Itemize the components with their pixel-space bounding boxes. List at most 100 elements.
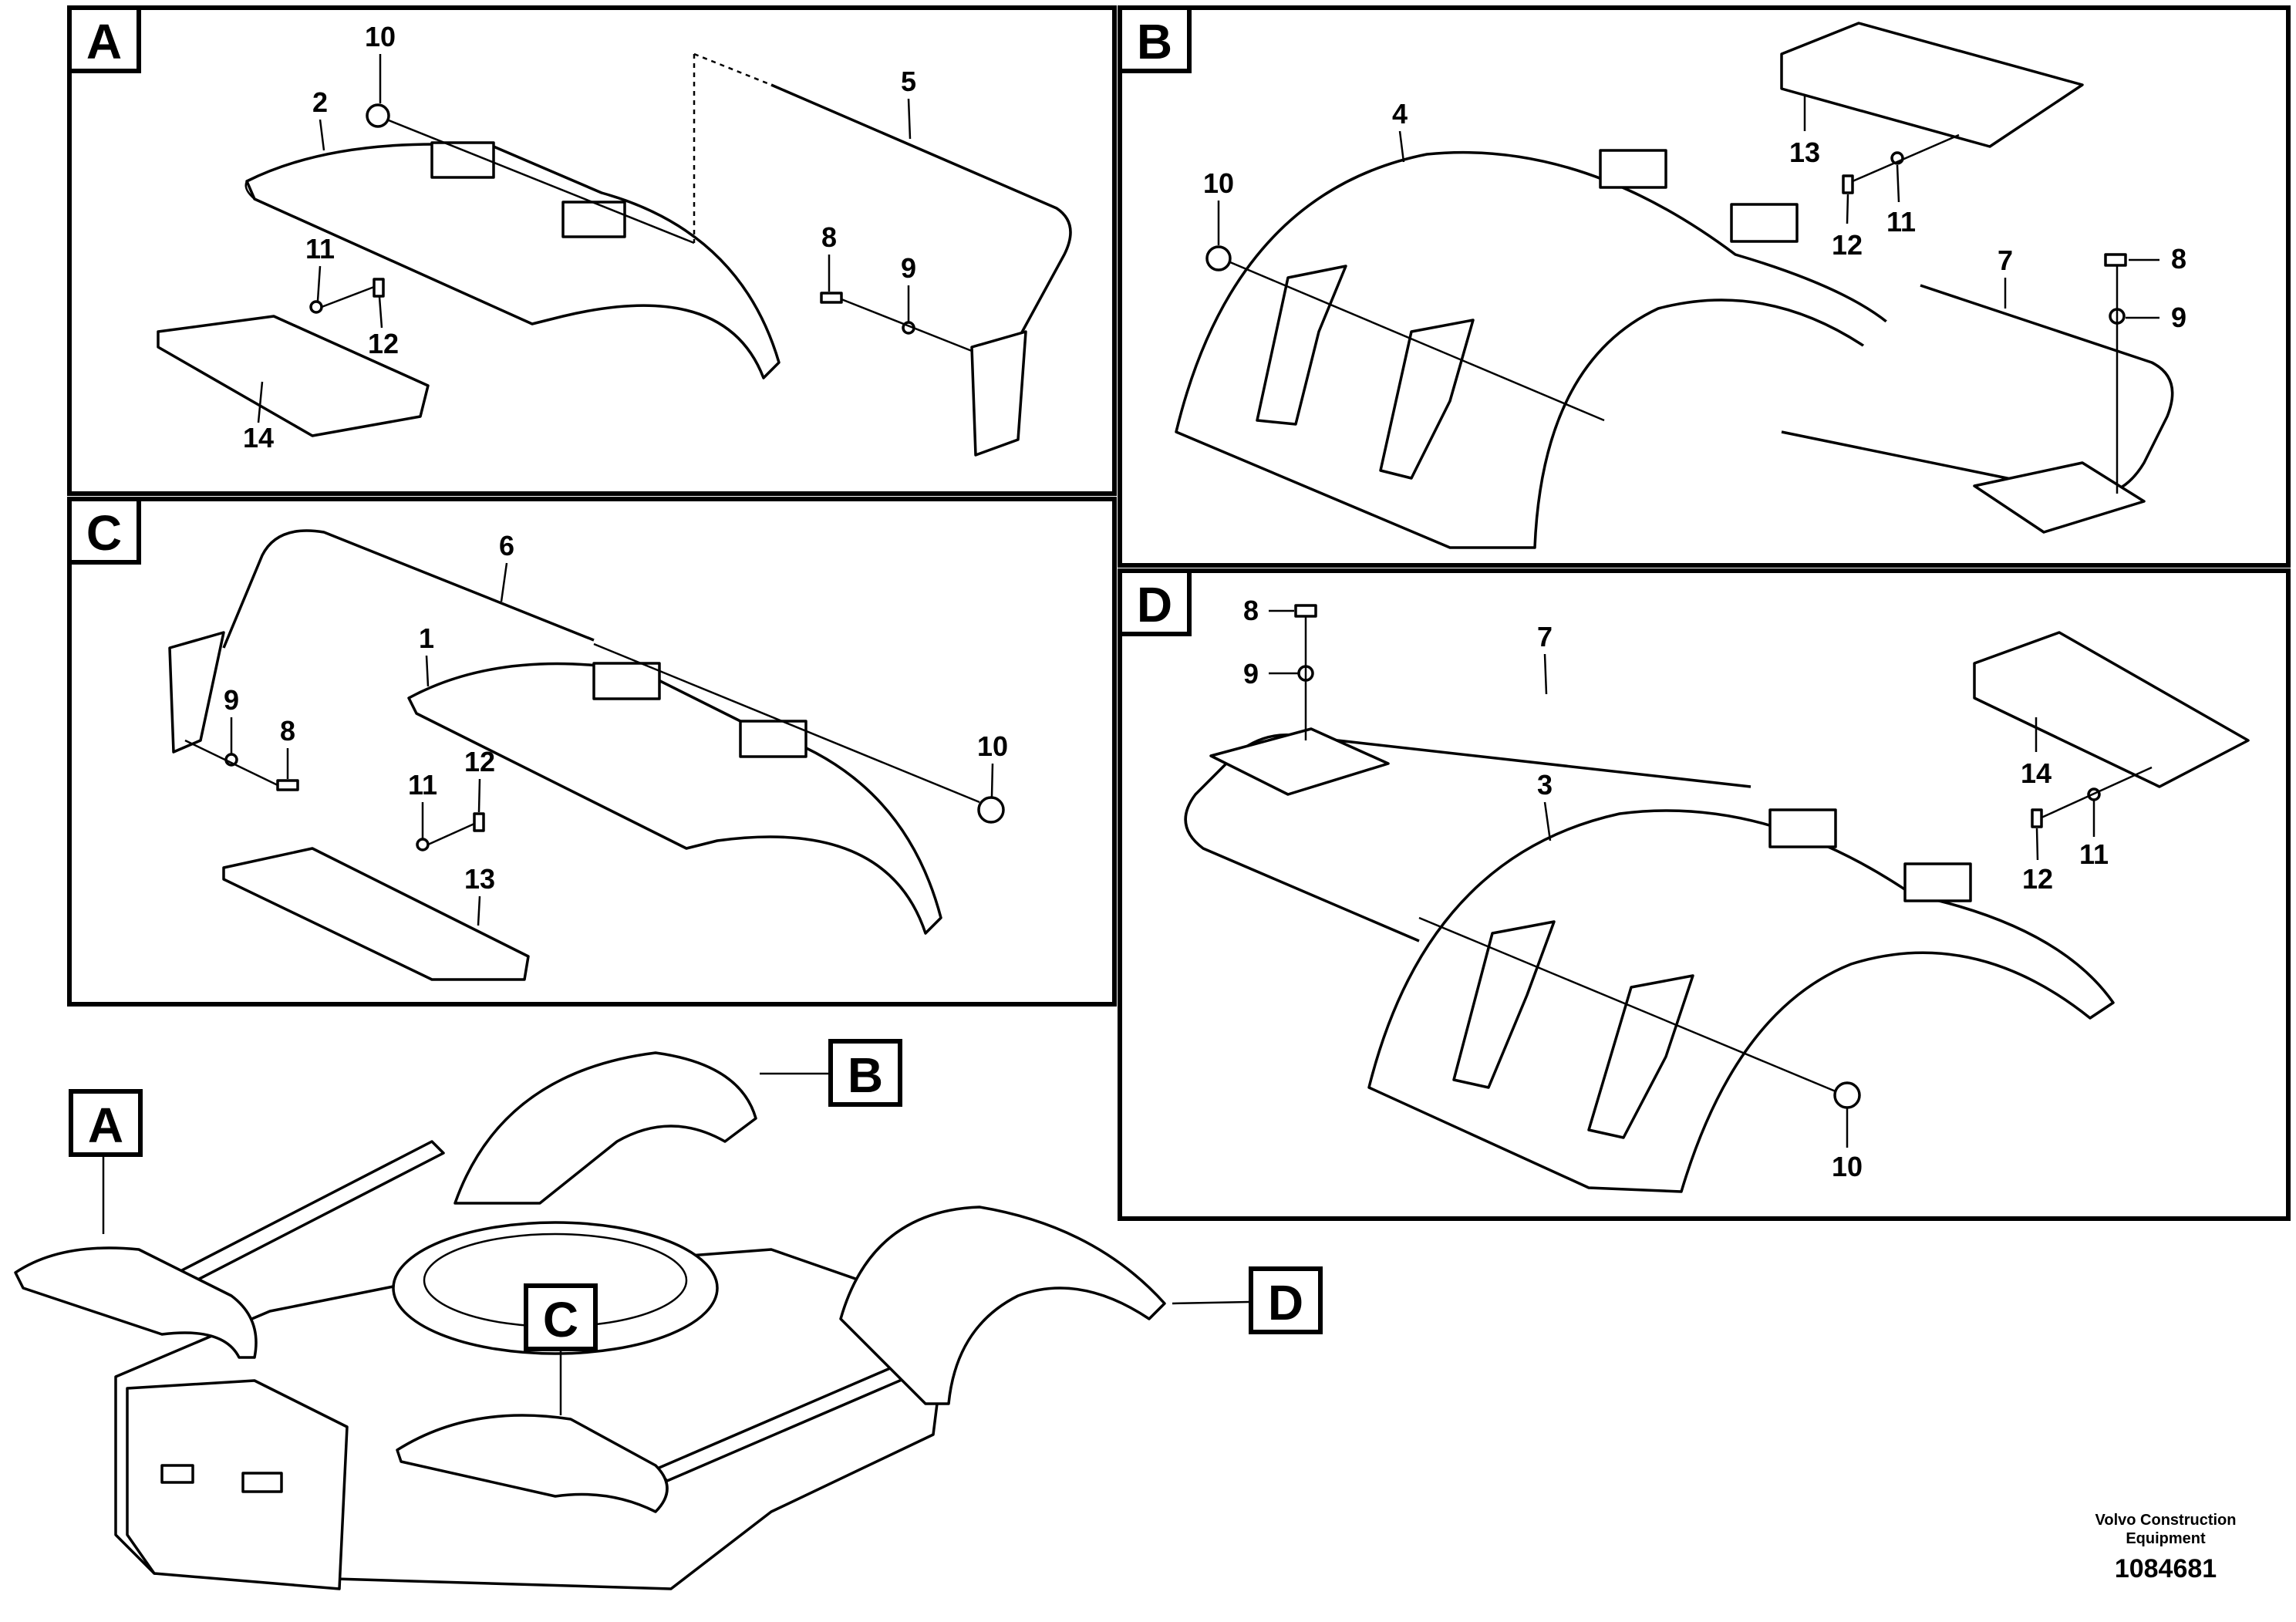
fender-part-2 (245, 143, 781, 379)
overview-tag-b: B (848, 1047, 883, 1103)
step-strip (176, 1140, 445, 1286)
bolt-part-12 (2031, 808, 2043, 828)
frame-slot (160, 1464, 194, 1484)
axis-line (1229, 261, 1605, 422)
overview-fender-b (453, 1051, 757, 1205)
bolt-part-12 (473, 812, 485, 832)
callout-leader (319, 119, 325, 151)
cap-part-10 (1833, 1081, 1861, 1109)
panel-c: C 6 1 9 8 11 12 10 13 (67, 497, 1117, 1007)
fender-clamp (1599, 149, 1667, 189)
callout-label: 7 (1537, 621, 1553, 653)
panel-c-tag-box (67, 497, 141, 565)
handrail-bracket (168, 631, 225, 754)
callout-label: 12 (464, 746, 495, 777)
callout-leader (1543, 801, 1552, 841)
callout-label: 8 (280, 715, 295, 747)
callout-label: 14 (243, 422, 274, 454)
panel-b-tag-box (1118, 5, 1192, 73)
overview-tag-a-box (69, 1089, 143, 1157)
fender-part-2-lip (244, 180, 255, 200)
callout-leader (2035, 828, 2039, 861)
callout-label: 4 (1392, 98, 1408, 130)
fender-clamp (1730, 203, 1799, 243)
axis-line (321, 285, 375, 309)
mount-bracket (1379, 319, 1475, 480)
callout-label: 3 (1537, 769, 1553, 801)
panel-a-tag-box (67, 5, 141, 73)
callout-label: 5 (901, 66, 916, 97)
callout-leader (477, 895, 481, 926)
callout-label: 8 (2171, 243, 2186, 275)
axis-line (841, 298, 973, 352)
panel-c-tag: C (86, 505, 122, 561)
panel-b: B 4 10 13 12 11 7 8 9 (1118, 5, 2291, 568)
bolt-part-8 (820, 292, 843, 304)
overview-tag-d-box (1249, 1266, 1323, 1334)
step-plate-part-13 (1780, 22, 2084, 148)
callout-label: 12 (368, 328, 399, 359)
callout-leader (1398, 130, 1405, 163)
axis-line (1852, 133, 1960, 183)
company-name-line1: Volvo Construction (2095, 1512, 2237, 1529)
callout-label: 6 (499, 530, 514, 561)
callout-leader (1543, 653, 1548, 695)
dashed-link (693, 52, 772, 86)
axis-line (2041, 766, 2153, 819)
callout-leader (1846, 194, 1849, 224)
nut-part-10 (1205, 245, 1232, 271)
bolt-part-8 (1294, 604, 1317, 618)
front-plate (126, 1379, 349, 1590)
overview-tag-c-box (524, 1283, 598, 1351)
handrail-bracket (1209, 727, 1390, 796)
callout-label: 10 (1203, 167, 1234, 199)
panel-b-tag: B (1137, 14, 1172, 69)
callout-leader (378, 296, 383, 329)
callout-label: 11 (1886, 206, 1916, 238)
fender-clamp (592, 662, 661, 700)
callout-label: 9 (1243, 658, 1259, 690)
callout-label: 1 (419, 622, 434, 654)
bolt-part-12 (1842, 174, 1854, 194)
callout-leader (425, 655, 430, 687)
handrail-bracket (1973, 461, 2146, 534)
callout-label: 11 (305, 233, 335, 265)
handrail-bracket (970, 330, 1027, 457)
handrail-part-6 (222, 529, 595, 649)
callout-label: 10 (1832, 1151, 1863, 1182)
panel-c-frame (67, 497, 1117, 1007)
callout-label: 2 (312, 86, 328, 118)
callout-label: 12 (2022, 863, 2053, 895)
handrail-part-5 (770, 83, 1072, 340)
panel-d-frame (1118, 568, 2291, 1221)
nut-part-10 (366, 103, 390, 128)
axis-line (427, 822, 475, 846)
overview-tag-b-box (828, 1039, 902, 1107)
callout-label: 8 (821, 221, 837, 253)
callout-label: 11 (2079, 838, 2109, 870)
panel-b-frame (1118, 5, 2291, 568)
callout-leader (257, 381, 264, 423)
mount-bracket (1587, 974, 1694, 1139)
axis-line (388, 119, 695, 244)
callout-label: 14 (2021, 757, 2052, 789)
company-name-line2: Equipment (2126, 1530, 2206, 1547)
axis-line (1418, 916, 1836, 1093)
overview-tag-a: A (88, 1098, 123, 1153)
washer-part-11 (416, 838, 430, 851)
callout-label: 11 (408, 769, 437, 801)
callout-label: 7 (1998, 244, 2013, 276)
fender-clamp (739, 720, 807, 758)
callout-label: 9 (224, 684, 239, 716)
mount-bracket (1256, 265, 1347, 426)
callout-label: 10 (977, 730, 1008, 762)
callout-label: 10 (365, 21, 396, 52)
panel-d-tag-box (1118, 568, 1192, 636)
fender-part-4 (1175, 150, 1907, 549)
step-plate-part-14 (157, 315, 430, 437)
callout-leader (316, 265, 322, 302)
callout-leader (477, 778, 481, 813)
fender-clamp (430, 141, 495, 179)
fender-clamp (1768, 808, 1837, 848)
